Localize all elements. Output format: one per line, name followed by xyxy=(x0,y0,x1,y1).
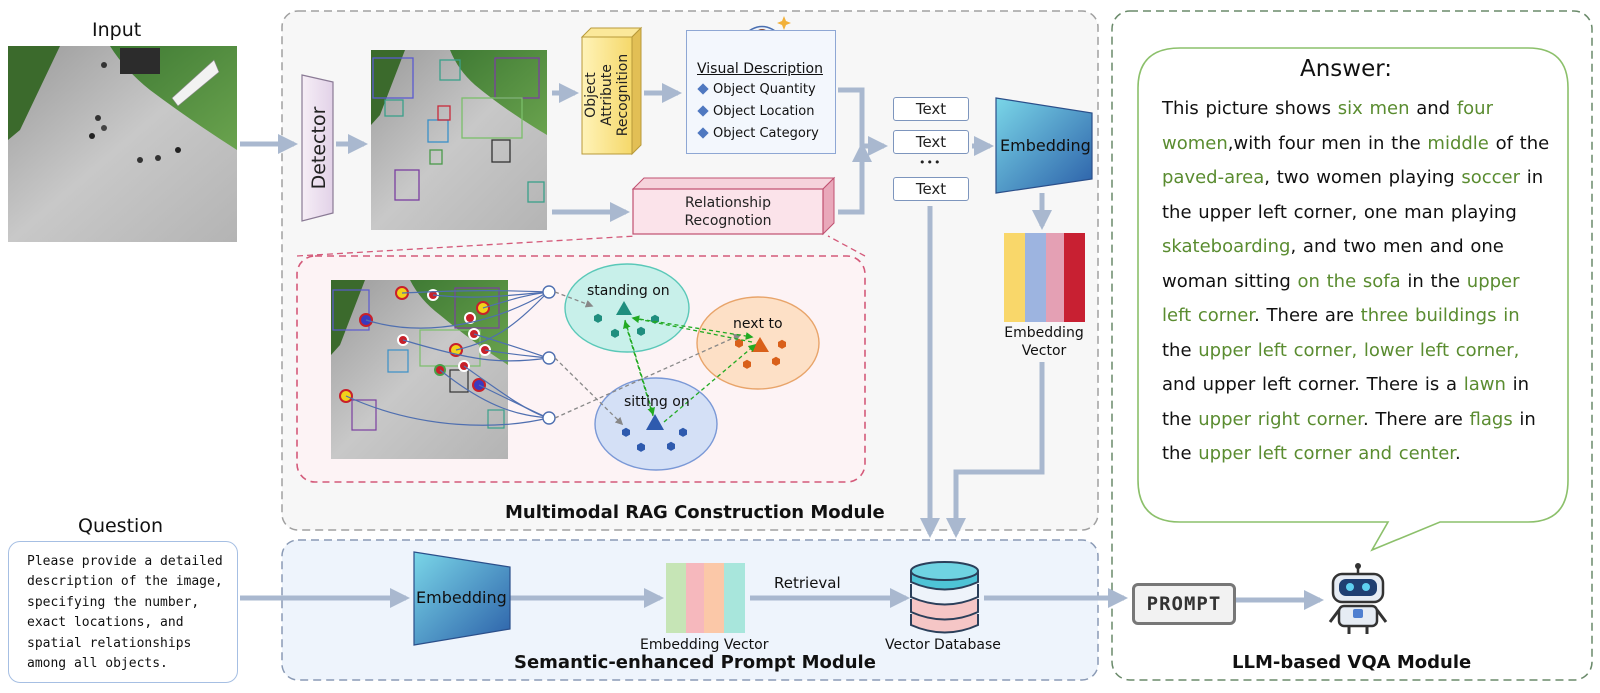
scene-graph-connectors xyxy=(345,290,549,426)
flow-arrows xyxy=(240,83,1324,610)
rag-embedding-vector-label: Embedding Vector xyxy=(1004,325,1084,359)
input-title: Input xyxy=(92,19,142,41)
vector-database-label: Vector Database xyxy=(885,637,1001,653)
prompt-embedding-shape xyxy=(413,551,511,646)
relationship-recognition-label: Relationship Recognotion xyxy=(684,195,772,229)
standing-on-label: standing on xyxy=(587,283,670,299)
detector-label: Detector xyxy=(308,106,330,190)
relationship-recognition-box xyxy=(631,176,836,236)
question-title: Question xyxy=(78,515,163,537)
rag-embedding-vector xyxy=(1004,233,1085,322)
question-text: Please provide a detailed description of… xyxy=(27,554,223,672)
scene-graph-image xyxy=(331,280,508,459)
diamond-bullet-icon xyxy=(697,83,709,95)
diamond-bullet-icon xyxy=(697,127,709,139)
text-box-3: Text xyxy=(893,177,969,201)
rag-embedding-label: Embedding xyxy=(1000,136,1091,155)
visual-description-box: Visual Description Object Quantity Objec… xyxy=(686,30,836,154)
input-image xyxy=(8,46,237,242)
visual-description-title: Visual Description xyxy=(697,61,823,77)
scene-graph-relations xyxy=(554,291,757,426)
robot-icon xyxy=(1328,563,1388,634)
sitting-on-label: sitting on xyxy=(624,394,690,410)
text-box-1: Text xyxy=(893,97,969,121)
text-box-2: Text xyxy=(893,130,969,154)
detected-image xyxy=(371,50,547,230)
question-box: Please provide a detailed description of… xyxy=(8,541,238,683)
prompt-embedding-label: Embedding xyxy=(416,588,507,607)
sitting-on-glyphs xyxy=(622,414,687,452)
prompt-embedding-vector xyxy=(666,563,745,633)
answer-bubble xyxy=(1137,47,1569,552)
prompt-module-title: Semantic-enhanced Prompt Module xyxy=(514,652,876,673)
answer-text: This picture shows six men and four wome… xyxy=(1162,98,1550,464)
next-to-label: next to xyxy=(733,316,783,332)
visual-description-item: Object Location xyxy=(697,104,814,119)
diamond-bullet-icon xyxy=(697,105,709,117)
database-icon xyxy=(910,561,979,634)
rag-module-title: Multimodal RAG Construction Module xyxy=(505,502,885,523)
vqa-module-title: LLM-based VQA Module xyxy=(1232,652,1472,673)
rag-embedding-shape xyxy=(995,97,1093,194)
retrieval-label: Retrieval xyxy=(774,574,841,592)
attribute-recognition-box xyxy=(580,26,643,156)
prompt-embedding-vector-label: Embedding Vector xyxy=(640,637,769,653)
attribute-recognition-label: Object Attribute Recognition xyxy=(583,53,631,137)
visual-description-item: Object Category xyxy=(697,126,819,141)
text-box-ellipsis: ••• xyxy=(919,156,942,169)
answer-title: Answer: xyxy=(1300,56,1393,82)
prompt-box: PROMPT xyxy=(1132,583,1236,625)
visual-description-item: Object Quantity xyxy=(697,82,816,97)
detector-shape xyxy=(301,74,334,222)
